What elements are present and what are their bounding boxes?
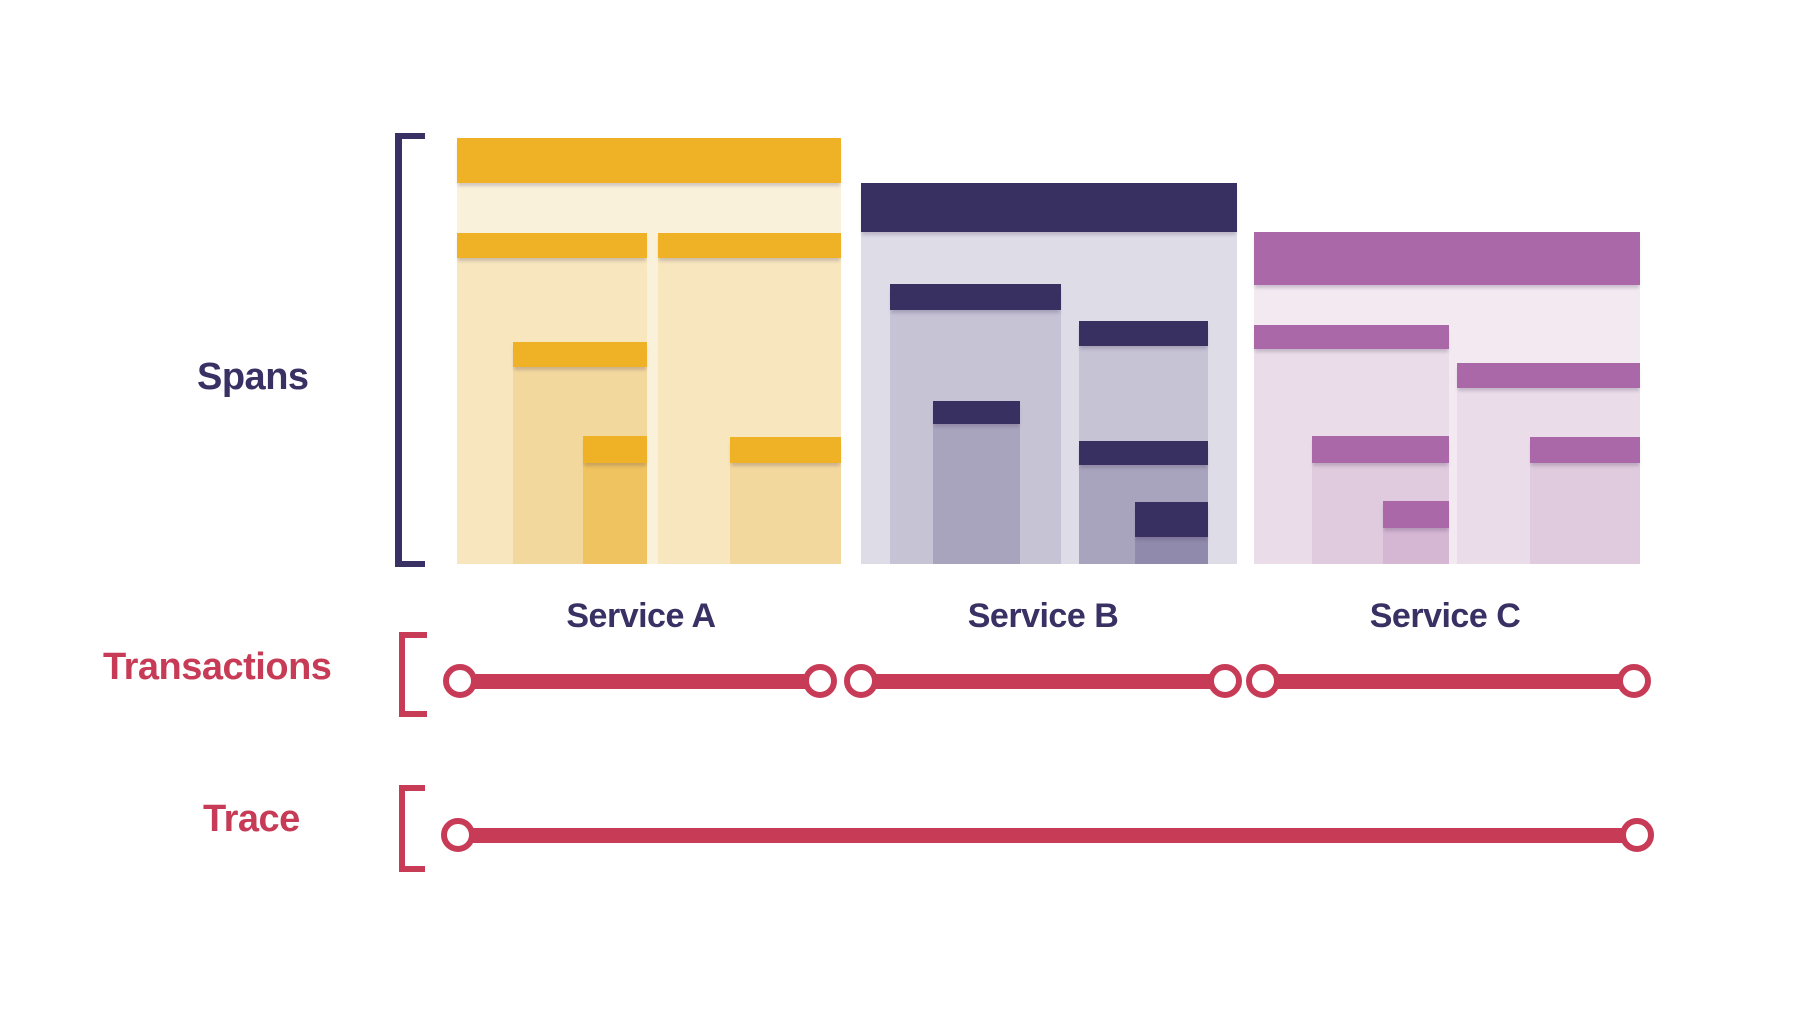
service-b-span-bar [1079, 321, 1208, 346]
trace-endpoint-circle [1620, 818, 1654, 852]
service-c-span-track [1383, 528, 1449, 564]
transaction-endpoint-circle [803, 664, 837, 698]
service-a-span-bar [457, 233, 647, 258]
transactions-bracket [399, 632, 427, 717]
service-a-span-bar [583, 436, 647, 463]
transactions-label: Transactions [103, 646, 332, 688]
trace-endpoint-circle [441, 818, 475, 852]
service-c-span-bar [1312, 436, 1449, 463]
transaction-line-service-a [460, 674, 820, 689]
transaction-endpoint-circle [1617, 664, 1651, 698]
service-a-span-bar [658, 233, 841, 258]
service-b-span-track [933, 424, 1020, 564]
transaction-endpoint-circle [1208, 664, 1242, 698]
service-a-span-track [730, 463, 841, 564]
trace-label: Trace [203, 798, 300, 840]
service-a-span-bar [513, 342, 647, 367]
service-b-span-track [1135, 537, 1208, 564]
service-c-span-bar [1457, 363, 1640, 388]
service-c-span-bar [1530, 437, 1640, 463]
service-c-span-bar [1254, 325, 1449, 349]
service-c-span-bar [1383, 501, 1449, 528]
transaction-endpoint-circle [1246, 664, 1280, 698]
transaction-endpoint-circle [443, 664, 477, 698]
service-b-label: Service B [967, 597, 1119, 635]
service-a-root-span-bar [457, 138, 841, 183]
service-b-span-bar [890, 284, 1061, 310]
trace-line [458, 828, 1637, 843]
trace-bracket [399, 785, 425, 872]
service-a-span-track [583, 463, 647, 564]
transaction-line-service-b [861, 674, 1225, 689]
service-c-label: Service C [1369, 597, 1521, 635]
service-b-span-bar [933, 401, 1020, 424]
transaction-line-service-c [1263, 674, 1634, 689]
service-b-span-bar [1135, 502, 1208, 537]
service-a-span-bar [730, 437, 841, 463]
spans-label: Spans [197, 356, 309, 398]
service-c-root-span-bar [1254, 232, 1640, 285]
transaction-endpoint-circle [844, 664, 878, 698]
spans-bracket [395, 133, 425, 567]
service-b-root-span-bar [861, 183, 1237, 232]
service-a-label: Service A [566, 597, 716, 635]
service-b-span-bar [1079, 441, 1208, 465]
service-c-span-track [1530, 463, 1640, 564]
